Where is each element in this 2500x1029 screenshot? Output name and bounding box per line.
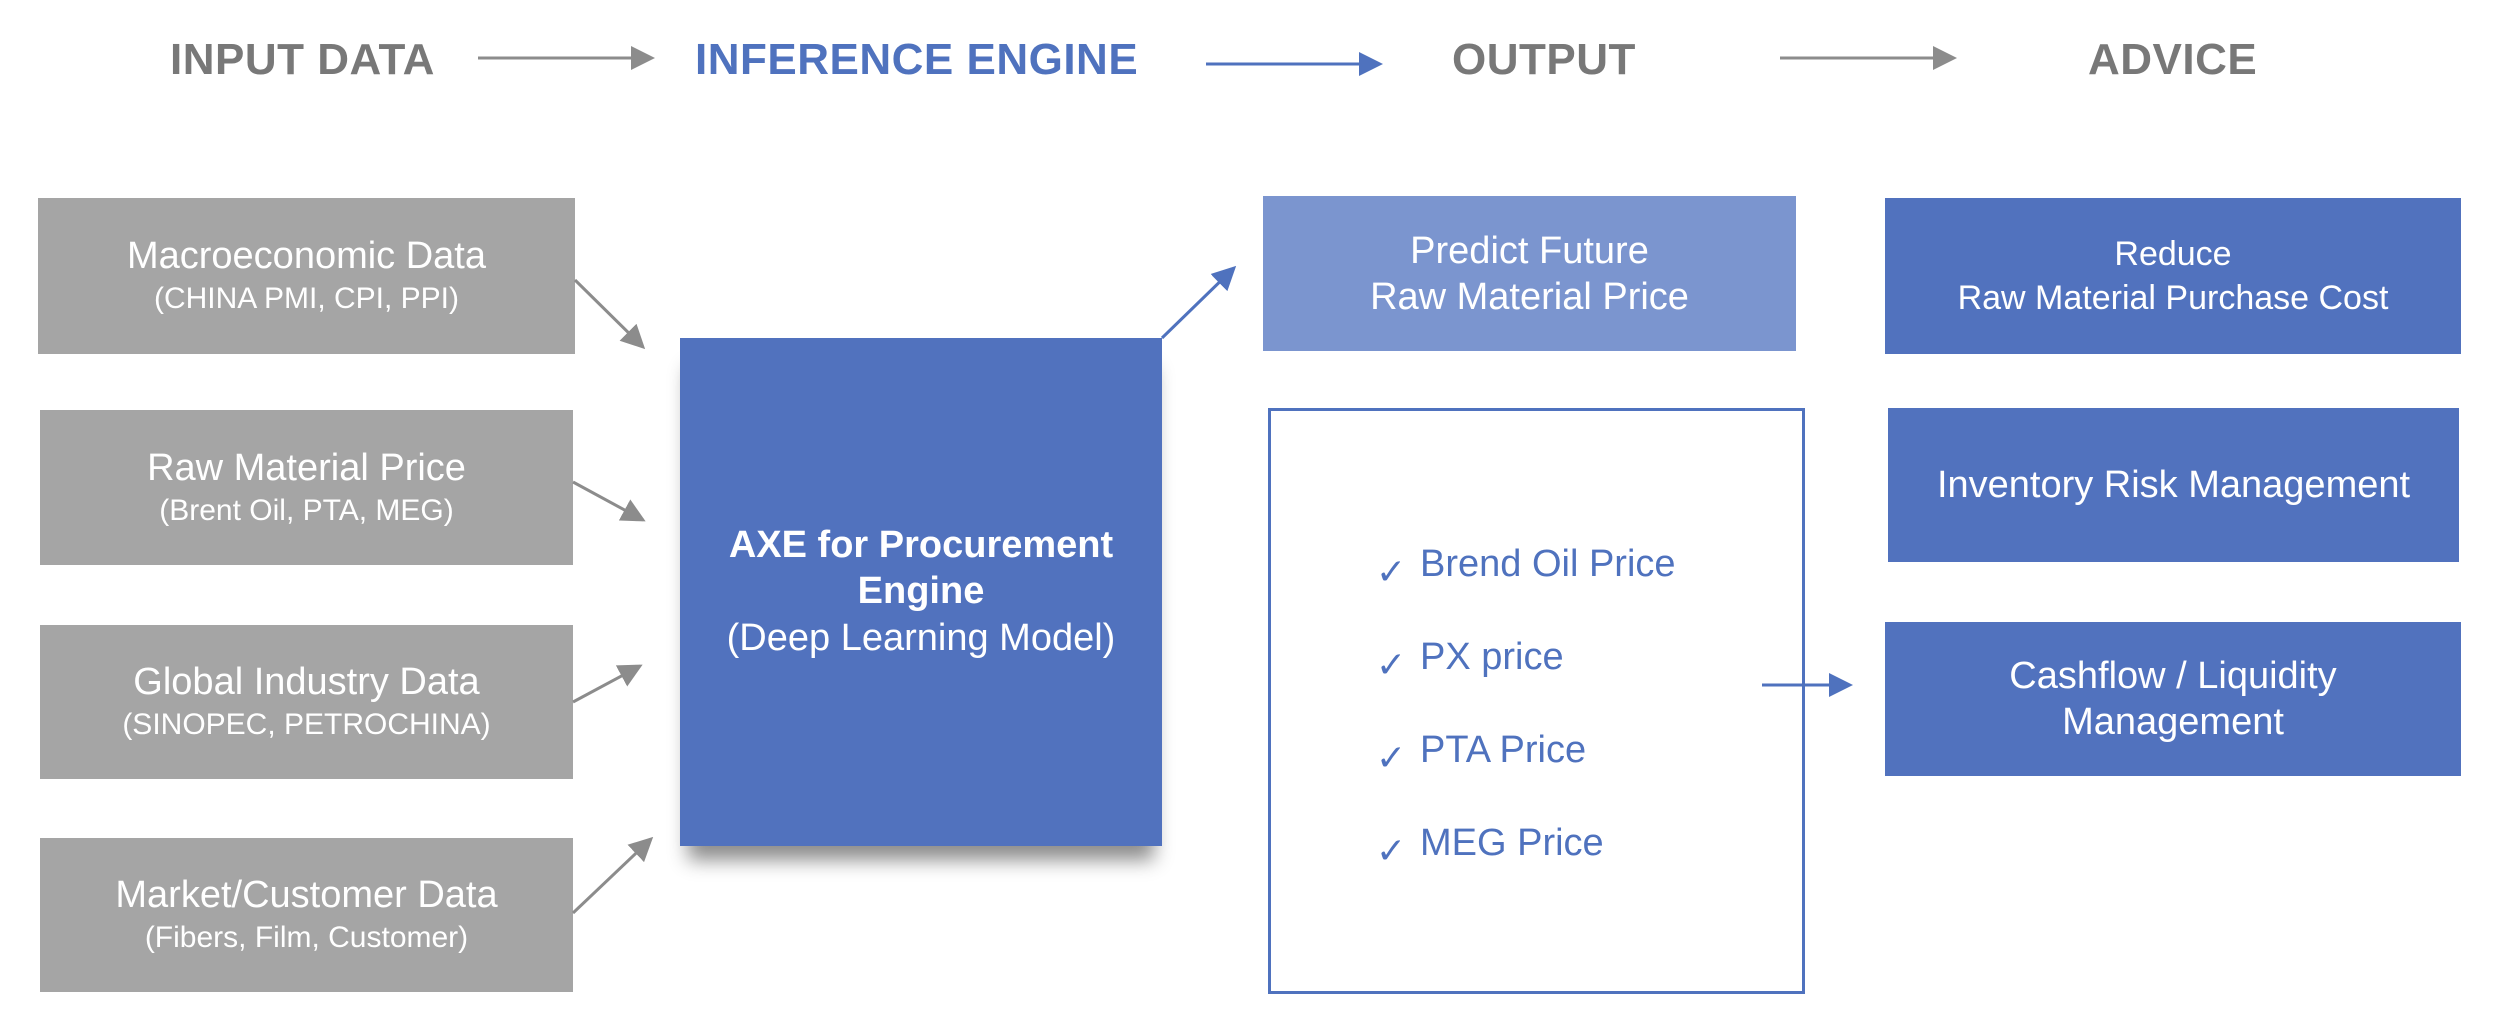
advice-line-1: Reduce xyxy=(2114,235,2232,273)
input-box-market-customer: Market/Customer Data (Fibers, Film, Cust… xyxy=(40,838,573,992)
advice-cashflow-liquidity: Cashflow / Liquidity Management xyxy=(1885,622,2461,776)
header-output: OUTPUT xyxy=(1452,35,1636,84)
header-advice: ADVICE xyxy=(2088,35,2258,84)
inference-engine-box: AXE for Procurement Engine (Deep Learnin… xyxy=(680,338,1162,846)
input-title: Macroeconomic Data xyxy=(126,235,487,277)
predict-line-1: Predict Future xyxy=(1410,229,1649,272)
input-detail: (Fibers, Film, Customer) xyxy=(144,921,469,954)
checklist-item-label: MEG Price xyxy=(1420,822,1604,864)
checklist-item: ✓ Brend Oil Price xyxy=(1376,539,1676,592)
checklist-item-label: PTA Price xyxy=(1420,729,1587,771)
advice-line-2: Management xyxy=(2062,701,2284,743)
check-icon: ✓ xyxy=(1376,550,1407,592)
check-icon: ✓ xyxy=(1376,829,1407,871)
input-detail: (Brent Oil, PTA, MEG) xyxy=(159,493,454,527)
checklist-item: ✓ PTA Price xyxy=(1376,725,1587,778)
checklist-item-label: Brend Oil Price xyxy=(1420,543,1676,585)
input-box-macroeconomic: Macroeconomic Data (CHINA PMI, CPI, PPI) xyxy=(38,198,575,354)
header-input-data: INPUT DATA xyxy=(170,35,435,84)
input-box-raw-material: Raw Material Price (Brent Oil, PTA, MEG) xyxy=(40,410,573,565)
checklist-item: ✓ PX price xyxy=(1376,632,1564,685)
predict-price-box: Predict Future Raw Material Price xyxy=(1263,196,1796,351)
input-title: Raw Material Price xyxy=(147,446,466,489)
checklist-item: ✓ MEG Price xyxy=(1376,818,1604,871)
advice-reduce-cost: Reduce Raw Material Purchase Cost xyxy=(1885,198,2461,354)
input-title: Global Industry Data xyxy=(133,661,480,703)
input-title: Market/Customer Data xyxy=(115,874,498,916)
arrow-macro-to-engine xyxy=(573,278,646,350)
arrow-global-to-engine xyxy=(572,664,643,704)
arrow-engine-to-predict xyxy=(1160,265,1237,340)
advice-line-1: Cashflow / Liquidity xyxy=(2009,655,2337,697)
predict-line-2: Raw Material Price xyxy=(1370,275,1689,318)
input-detail: (CHINA PMI, CPI, PPI) xyxy=(153,282,460,315)
engine-subtitle: (Deep Learning Model) xyxy=(726,617,1116,659)
advice-line-1: Inventory Risk Management xyxy=(1936,464,2411,506)
advice-line-2: Raw Material Purchase Cost xyxy=(1957,279,2389,317)
arrow-raw-to-engine xyxy=(572,480,646,522)
input-box-global-industry: Global Industry Data (SINOPEC, PETROCHIN… xyxy=(40,625,573,779)
header-inference-engine: INFERENCE ENGINE xyxy=(695,35,1139,84)
check-icon: ✓ xyxy=(1376,643,1407,685)
arrow-market-to-engine xyxy=(571,836,654,915)
price-checklist-box: ✓ Brend Oil Price ✓ PX price ✓ PTA Price ✓ M… xyxy=(1268,408,1805,994)
check-icon: ✓ xyxy=(1376,736,1407,778)
advice-inventory-risk: Inventory Risk Management xyxy=(1888,408,2459,562)
engine-title: AXE for Procurement Engine xyxy=(728,524,1114,612)
input-detail: (SINOPEC, PETROCHINA) xyxy=(122,708,491,741)
checklist-item-label: PX price xyxy=(1420,636,1564,678)
